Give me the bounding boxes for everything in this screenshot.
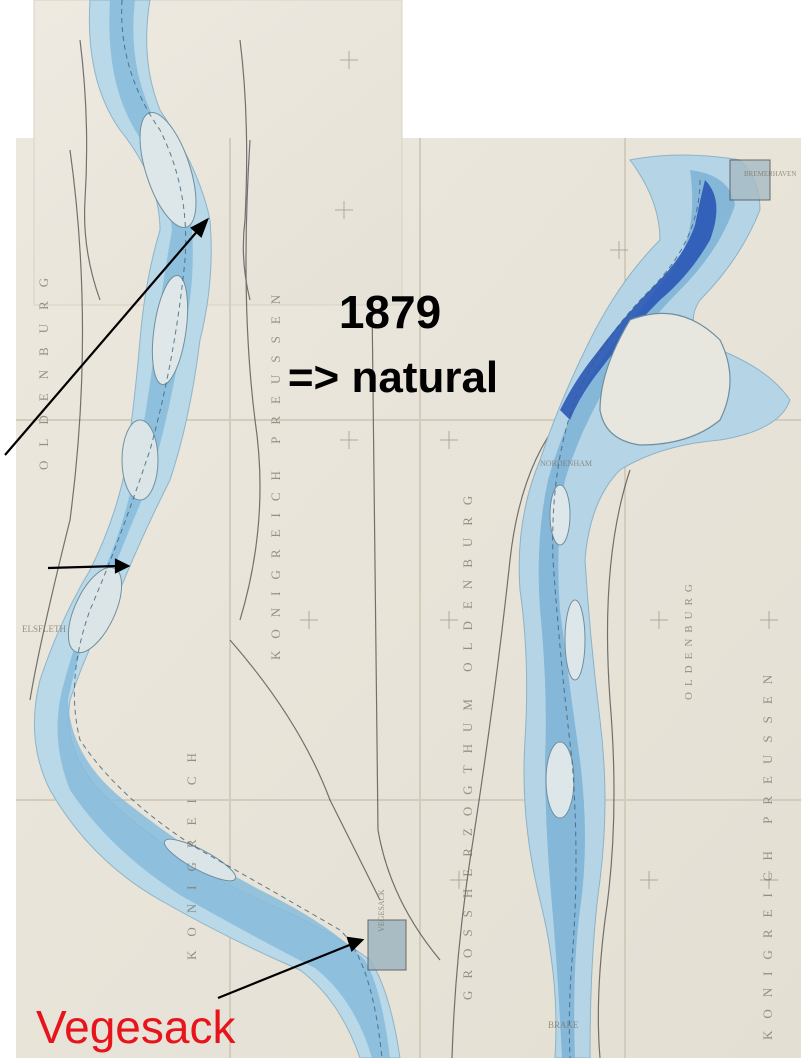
grid-crosses	[300, 51, 778, 889]
town-vegesack: VEGESACK	[377, 889, 386, 932]
town-nordenham: NORDENHAM	[540, 459, 592, 468]
vegesack-label: Vegesack	[36, 1001, 236, 1053]
arrow-upper	[4, 217, 210, 456]
bremerhaven-town-block	[729, 159, 771, 201]
town-bremerhaven: BREMERHAVEN	[744, 170, 796, 178]
vertical-lettering-left: OLDENBURG	[36, 264, 51, 470]
boundary-lines	[29, 39, 631, 1058]
vertical-lettering-mid: KONIGREICH PREUSSEN	[268, 283, 283, 660]
vertical-lettering-town-right: OLDENBURG	[683, 578, 695, 700]
arrow-lower	[217, 936, 365, 1000]
vertical-lettering-right: KONIGREICH PREUSSEN	[760, 663, 775, 1040]
vertical-lettering-left-2: KONIGREICH	[184, 739, 199, 960]
vertical-lettering-mid-2: GROSSHERZOGTHUM OLDENBURG	[460, 484, 475, 1000]
town-elsfleth: ELSFLETH	[22, 624, 66, 634]
year-label: 1879	[338, 286, 442, 338]
vegesack-town-block	[367, 919, 407, 971]
town-brake: BRAKE	[548, 1020, 579, 1030]
river-left	[33, 0, 401, 1058]
description-label: => natural	[287, 353, 499, 402]
arrow-middle	[47, 558, 131, 574]
annotation-arrows	[4, 217, 365, 1000]
river-right	[518, 154, 791, 1058]
map-lettering: OLDENBURG KONIGREICH KONIGREICH PREUSSEN…	[22, 170, 796, 1040]
